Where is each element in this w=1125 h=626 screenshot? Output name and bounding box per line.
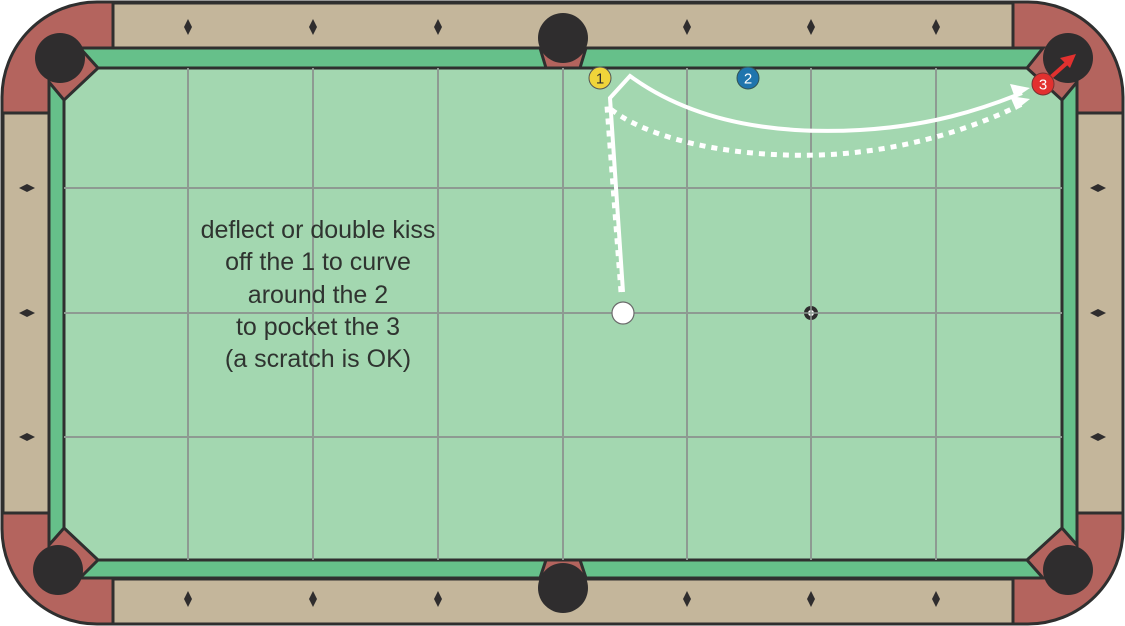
cushion-right [1060,77,1079,549]
ball-3-arrow [1048,54,1076,80]
instruction-line-2: off the 1 to curve [225,248,411,276]
ball-2-label: 2 [744,71,752,88]
cushion-bottom-left [76,558,549,580]
pocket-bottom-left [33,545,83,595]
ball-3: 3 [1031,72,1055,96]
instruction-line-1: deflect or double kiss [201,216,436,244]
instruction-line-4: to pocket the 3 [236,313,400,341]
ball-3-label: 3 [1039,77,1047,94]
cue-path-dotted [604,100,1024,293]
pocket-top-side [538,13,588,63]
instruction-line-3: around the 2 [248,281,388,309]
cue-path-solid [607,73,1023,293]
foot-spot-marker [804,306,818,320]
pocket-top-left [35,33,85,83]
shot-instructions: deflect or double kiss off the 1 to curv… [201,216,436,373]
instruction-line-5: (a scratch is OK) [225,345,411,373]
ball-1-label: 1 [596,71,604,88]
ball-1: 1 [588,66,612,90]
arrowhead-solid [1010,84,1030,98]
cushion-left [47,77,66,549]
shot-paths [604,73,1030,293]
pocket-bottom-side [538,563,588,613]
ball-2: 2 [736,66,760,90]
arrowhead-dotted [1010,96,1030,110]
diamond-grid [64,68,1062,560]
cue-ball [611,301,635,325]
pocket-bottom-right [1043,545,1093,595]
cushion-top-right [577,46,1047,70]
cushion-top-left [76,46,549,70]
cushion-bottom-right [577,558,1047,580]
rail-diamonds [19,19,1106,607]
